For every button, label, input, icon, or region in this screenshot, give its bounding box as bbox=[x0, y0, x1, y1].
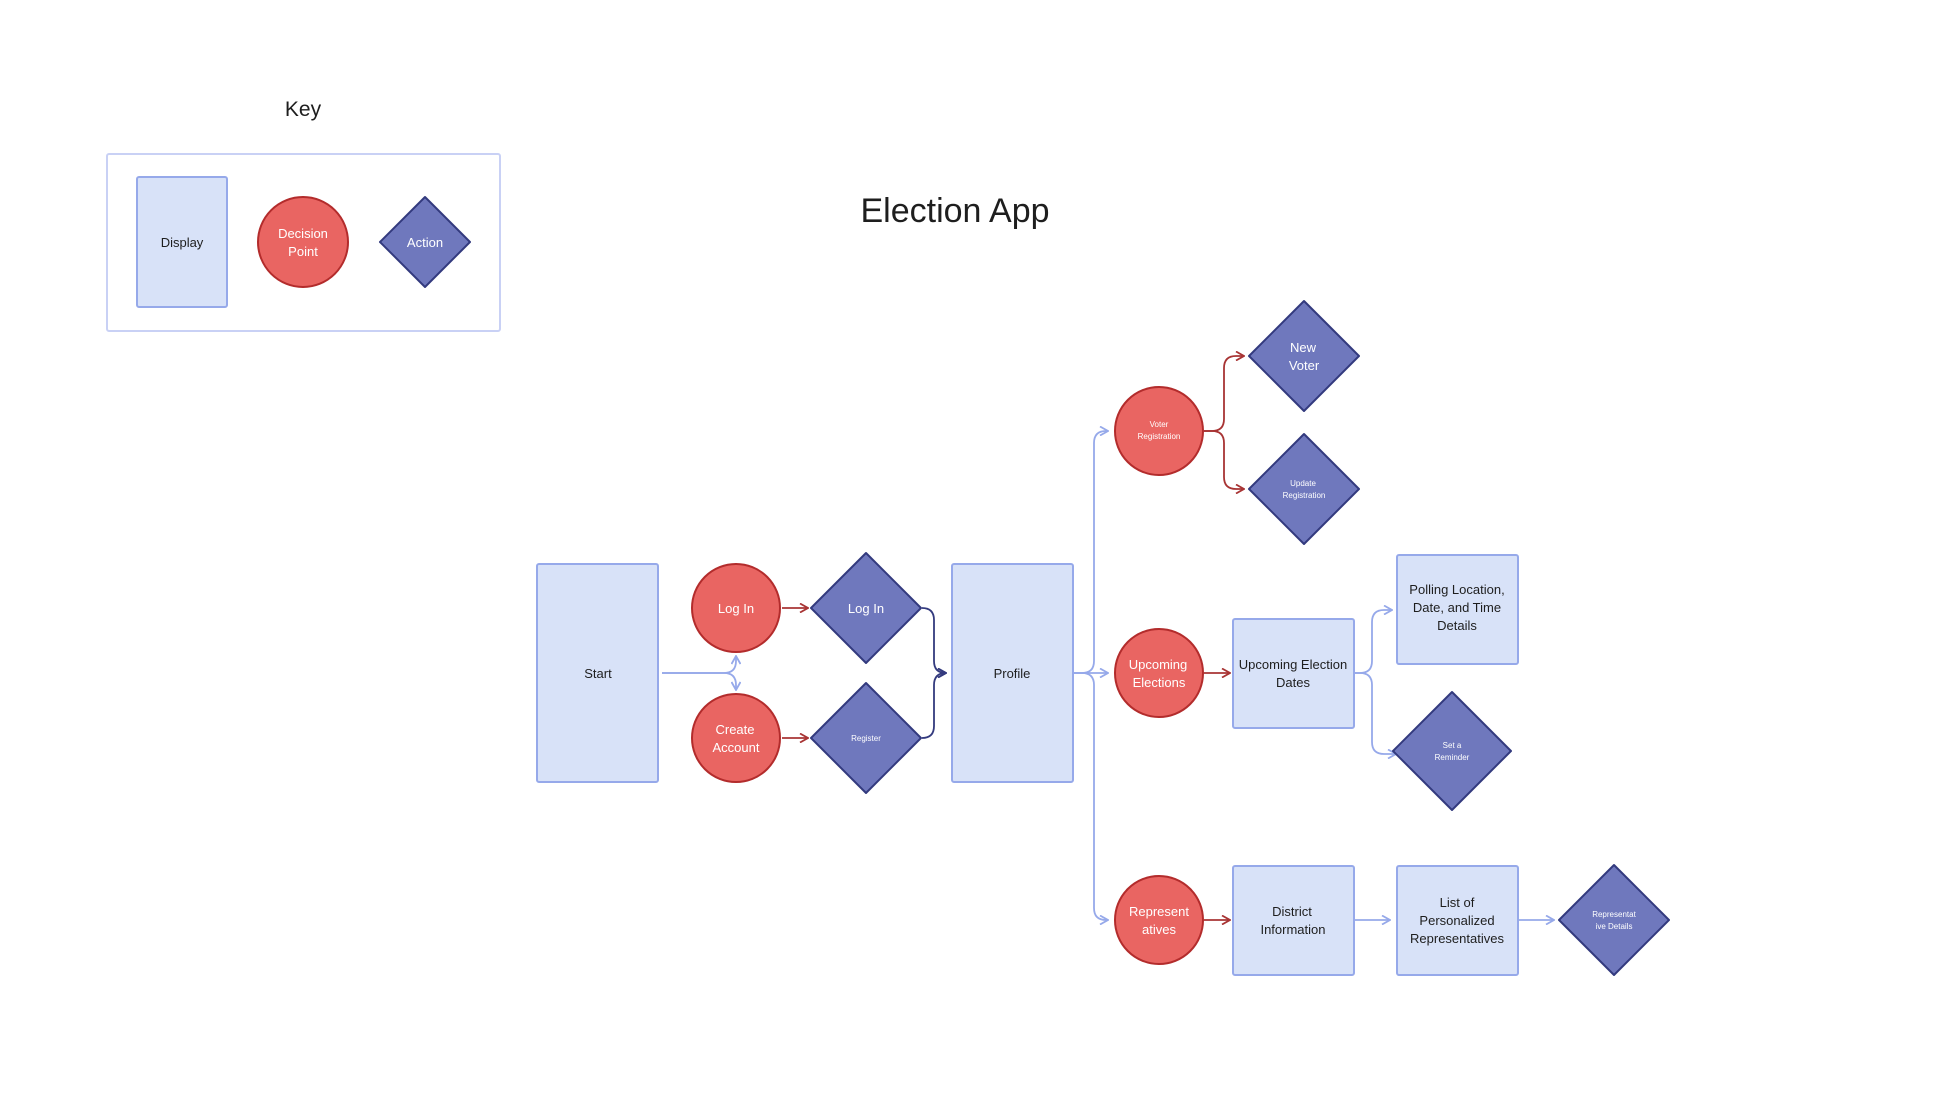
node-create-account-label-1: Create bbox=[715, 722, 754, 737]
node-list-representatives-label-1: List of bbox=[1440, 895, 1475, 910]
node-register bbox=[810, 682, 922, 794]
node-polling-location-label-2: Date, and Time bbox=[1413, 600, 1501, 615]
node-create-account-label-2: Account bbox=[713, 740, 760, 755]
node-upcoming-election-dates bbox=[1232, 618, 1355, 729]
connector-start-login bbox=[662, 656, 736, 674]
connector-profile-reps bbox=[1074, 672, 1108, 920]
connector-dates-reminder bbox=[1352, 672, 1396, 754]
key-decision-shape bbox=[257, 196, 349, 288]
node-register-label: Register bbox=[851, 734, 881, 743]
page-title: Election App bbox=[860, 192, 1049, 230]
connector-login-profile bbox=[921, 607, 946, 673]
node-new-voter-label-2: Voter bbox=[1289, 358, 1320, 373]
node-update-registration-label-2: Registration bbox=[1283, 491, 1326, 500]
key-action-label: Action bbox=[407, 235, 443, 250]
node-update-registration bbox=[1248, 433, 1360, 545]
key-decision-label-2: Point bbox=[288, 244, 318, 259]
node-voter-registration bbox=[1114, 386, 1204, 476]
node-set-reminder-label-1: Set a bbox=[1443, 741, 1462, 750]
node-upcoming-elections-label-1: Upcoming bbox=[1129, 657, 1188, 672]
node-create-account bbox=[691, 693, 781, 783]
node-representatives-label-2: atives bbox=[1142, 922, 1176, 937]
node-voter-registration-label-2: Registration bbox=[1138, 432, 1181, 441]
connector-voter-update bbox=[1204, 430, 1244, 489]
node-login-action-label: Log In bbox=[848, 601, 884, 616]
node-district-information bbox=[1232, 865, 1355, 976]
node-new-voter-label-1: New bbox=[1290, 340, 1317, 355]
node-login-action bbox=[810, 552, 922, 664]
node-set-reminder-label-2: Reminder bbox=[1435, 753, 1470, 762]
key-display-shape bbox=[136, 176, 228, 308]
node-polling-location-label-1: Polling Location, bbox=[1409, 582, 1504, 597]
node-login-decision bbox=[691, 563, 781, 653]
node-district-information-label-1: District bbox=[1272, 904, 1312, 919]
node-representatives-label-1: Represent bbox=[1129, 904, 1189, 919]
node-upcoming-election-dates-label-1: Upcoming Election bbox=[1239, 657, 1347, 672]
node-start bbox=[536, 563, 659, 783]
connector-start-create bbox=[662, 672, 736, 690]
node-new-voter bbox=[1248, 300, 1360, 412]
node-polling-location bbox=[1396, 554, 1519, 665]
node-representative-details bbox=[1558, 864, 1670, 976]
connector-register-profile bbox=[921, 673, 946, 739]
key-decision-label-1: Decision bbox=[278, 226, 328, 241]
key-action-shape bbox=[379, 196, 471, 288]
node-voter-registration-label-1: Voter bbox=[1150, 420, 1169, 429]
node-profile bbox=[951, 563, 1074, 783]
node-start-label: Start bbox=[584, 666, 612, 681]
node-update-registration-label-1: Update bbox=[1290, 479, 1316, 488]
node-district-information-label-2: Information bbox=[1260, 922, 1325, 937]
connector-voter-new bbox=[1204, 356, 1244, 432]
node-upcoming-election-dates-label-2: Dates bbox=[1276, 675, 1310, 690]
node-list-representatives bbox=[1396, 865, 1519, 976]
connector-profile-voter bbox=[1074, 431, 1108, 674]
node-list-representatives-label-3: Representatives bbox=[1410, 931, 1504, 946]
key-title: Key bbox=[285, 98, 322, 121]
node-login-decision-label: Log In bbox=[718, 601, 754, 616]
node-upcoming-elections bbox=[1114, 628, 1204, 718]
node-representatives bbox=[1114, 875, 1204, 965]
key-display-label: Display bbox=[161, 235, 204, 250]
node-polling-location-label-3: Details bbox=[1437, 618, 1477, 633]
connector-dates-polling bbox=[1352, 610, 1392, 674]
node-list-representatives-label-2: Personalized bbox=[1419, 913, 1494, 928]
node-representative-details-label-1: Representat bbox=[1592, 910, 1636, 919]
node-set-reminder bbox=[1392, 691, 1512, 811]
node-profile-label: Profile bbox=[994, 666, 1031, 681]
node-upcoming-elections-label-2: Elections bbox=[1133, 675, 1186, 690]
node-representative-details-label-2: ive Details bbox=[1596, 922, 1633, 931]
